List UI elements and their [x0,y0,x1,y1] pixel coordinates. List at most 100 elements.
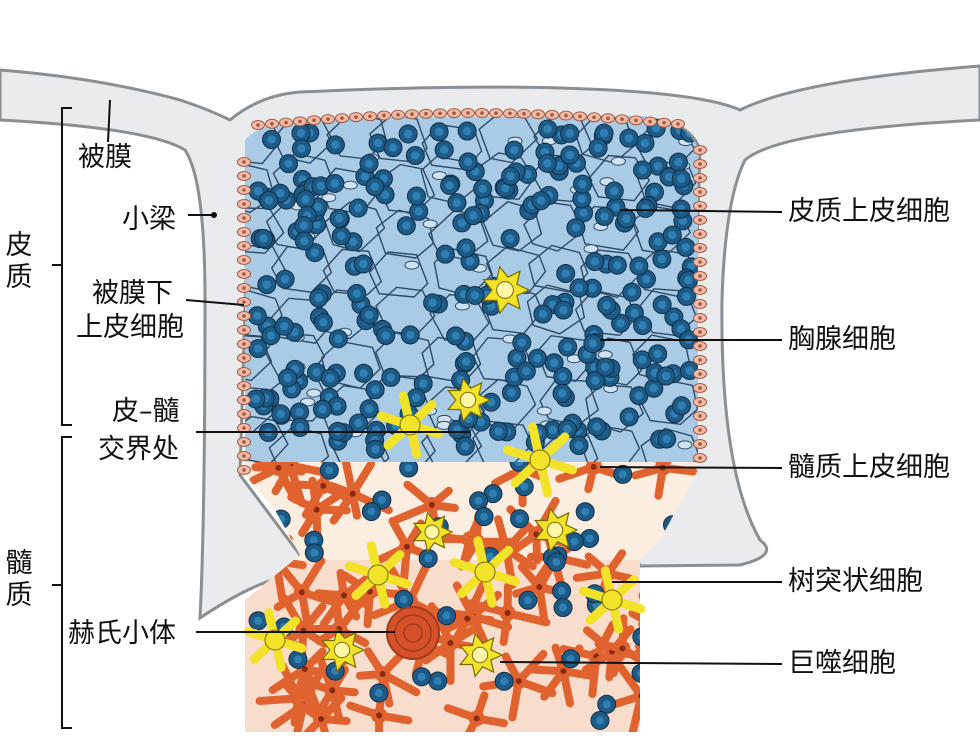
thymocyte-nucleus [352,289,361,298]
medullary-epithelial-cell [287,476,351,550]
subcapsular-epithelial-nucleus [312,118,316,123]
medullary-epithelial-nucleus [298,589,305,596]
thymocyte-nucleus [522,366,531,376]
thymocyte-nucleus [439,145,449,155]
label-hassall-body: 赫氏小体 [68,618,176,649]
thymocyte-nucleus [411,393,421,403]
macrophage-cell-nucleus [333,641,351,659]
subcapsular-epithelial-nucleus [698,260,702,264]
macrophage-cell-nucleus [546,521,564,539]
thymocyte-nucleus [627,287,637,297]
thymocyte-nucleus [588,339,598,348]
thymocyte-nucleus [364,404,374,414]
region-label-medulla-char2: 质 [5,580,33,612]
thymocyte-nucleus [364,310,374,320]
thymocyte-nucleus [500,677,509,686]
medullary-epithelial-body [658,628,675,645]
dendritic-cell-body [264,629,286,651]
subcapsular-epithelial-nucleus [242,342,246,346]
thymocyte-nucleus [650,187,659,197]
label-corticomedullary-line1: 皮–髓 [112,396,180,427]
thymocyte-nucleus [578,179,587,189]
subcapsular-epithelial-nucleus [298,119,302,124]
thymocyte-nucleus [370,385,380,394]
thymocyte-nucleus [599,128,609,138]
label-macrophage: 巨噬细胞 [788,648,896,679]
label-trabecula: 小梁 [122,204,176,235]
thymocyte-nucleus [624,133,634,143]
subcapsular-epithelial-nucleus [242,216,246,220]
thymocyte-nucleus [588,284,597,293]
thymocyte-nucleus [563,342,572,352]
thymocyte-nucleus [332,401,342,411]
thymocyte-nucleus [334,214,344,223]
thymocyte-nucleus [559,305,568,315]
label-cortical-epithelial: 皮质上皮细胞 [788,196,950,227]
subcapsular-epithelial-nucleus [242,412,246,416]
subcapsular-epithelial-nucleus [676,122,680,126]
thymocyte-nucleus [687,262,696,272]
thymocyte [632,627,652,647]
thymocyte-nucleus [414,207,423,216]
thymocyte-nucleus [533,354,542,363]
thymocyte-nucleus [441,249,450,259]
medullary-epithelial-cell [346,676,413,732]
thymocyte-nucleus [253,186,263,196]
cortical-epithelial-mesh [523,201,585,252]
subcapsular-epithelial-nucleus [698,428,702,432]
subcapsular-epithelial-nucleus [242,188,246,192]
region-brackets [52,107,72,729]
thymocyte-nucleus [374,689,383,698]
subcapsular-epithelial-nucleus [606,116,610,121]
thymocyte-nucleus [388,143,398,152]
thymocyte-nucleus [563,424,572,434]
label-subcapsular-epithelial-line2: 上皮细胞 [76,312,184,343]
medullary-epithelial-nucleus [638,693,645,700]
thymocyte-nucleus [561,269,570,278]
subcapsular-epithelial-nucleus [368,114,372,119]
thymocyte-nucleus [296,128,306,138]
thymocyte-nucleus [364,159,374,168]
medullary-epithelial-nucleus [515,678,522,685]
subcapsular-epithelial-nucleus [494,111,498,115]
thymocyte-nucleus [251,394,261,404]
thymocyte-nucleus [592,422,601,432]
subcapsular-epithelial-nucleus [698,148,702,152]
thymocyte-nucleus [507,388,516,397]
medullary-epithelial-cell [512,557,567,623]
subcapsular-epithelial-nucleus [578,114,582,119]
subcapsular-epithelial-nucleus [438,111,442,116]
subcapsular-epithelial-nucleus [242,314,246,318]
thymocyte-nucleus [613,260,622,270]
subcapsular-epithelial-nucleus [466,111,470,115]
subcapsular-epithelial-nucleus [522,111,526,116]
label-dendritic-cell: 树突状细胞 [788,566,923,597]
thymocyte-nucleus [312,220,321,229]
subcapsular-epithelial-nucleus [634,118,638,123]
medullary-epithelial-nucleus [663,633,670,640]
medullary-epithelial-nucleus [428,501,435,508]
epithelial-nucleus [422,219,438,229]
subcapsular-epithelial-nucleus [698,162,702,166]
thymocyte-nucleus [505,234,515,243]
epithelial-nucleus [677,440,693,450]
macrophage-cell-nucleus [471,646,489,664]
thymocyte-nucleus [506,171,515,181]
thymocyte-nucleus [276,409,286,419]
thymocyte-nucleus [403,129,413,139]
thymocyte-nucleus [310,548,319,557]
subcapsular-epithelial-nucleus [698,330,702,334]
thymocyte-nucleus [676,324,686,333]
subcapsular-epithelial-nucleus [698,218,702,222]
epithelial-nucleus [597,350,613,360]
thymocyte-nucleus [276,189,285,198]
thymocyte-nucleus [538,309,548,319]
medullary-epithelial-cell [443,691,508,732]
thymocyte-nucleus [501,184,510,193]
subcapsular-epithelial-nucleus [698,442,702,446]
thymocyte-nucleus [616,319,625,328]
subcapsular-epithelial-nucleus [550,113,554,117]
thymocyte-nucleus [262,280,271,289]
thymocyte-nucleus [577,194,587,204]
